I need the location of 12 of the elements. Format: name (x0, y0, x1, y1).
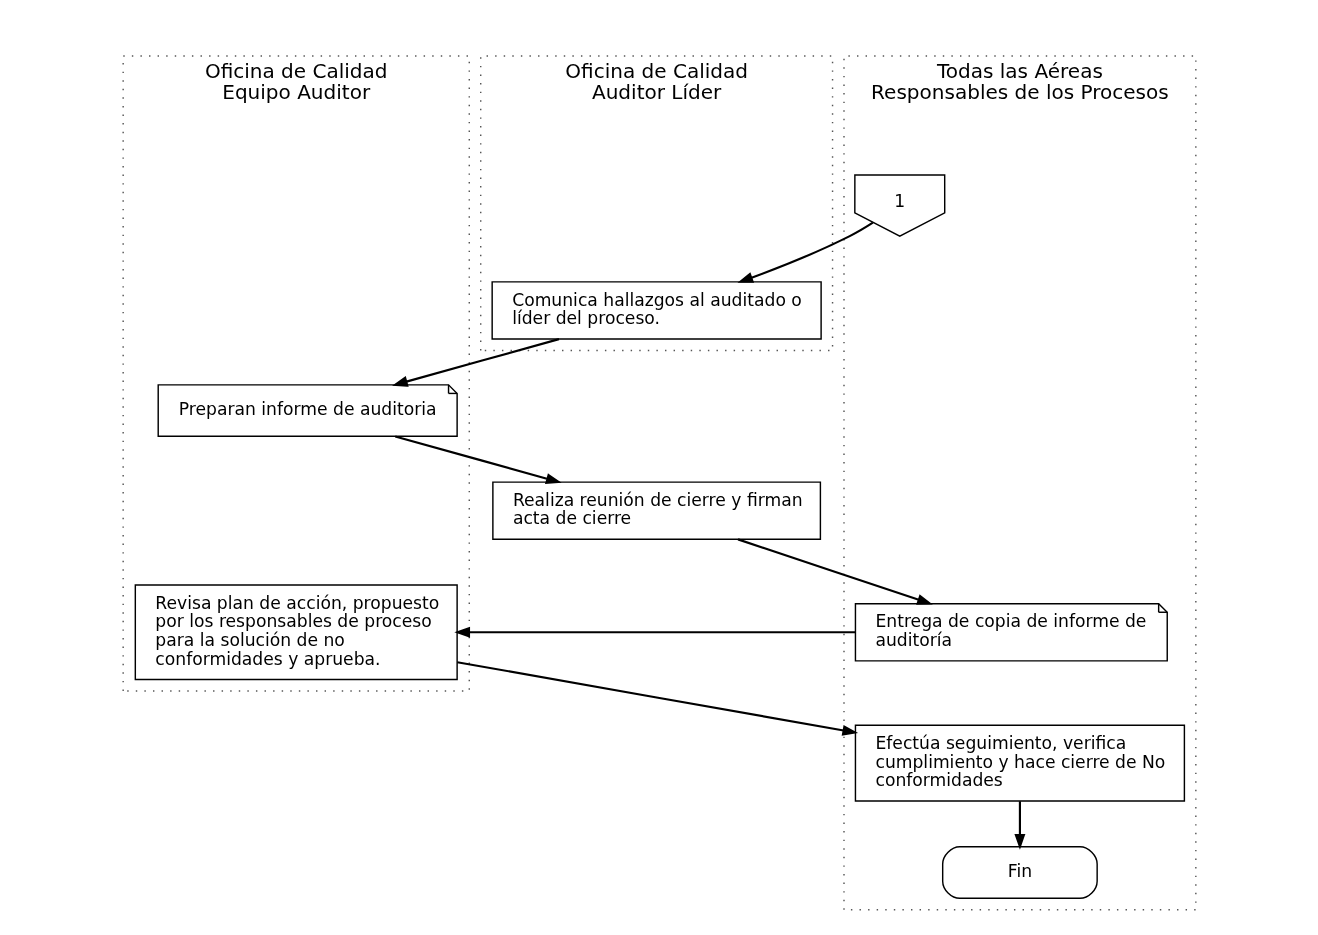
arrow (1013, 801, 1025, 850)
arrow (736, 221, 873, 283)
arrow (737, 538, 933, 605)
node-box: Revisa plan de acción, propuesto por los responsables de proceso para la solución de no conformidades y aprueba. (134, 584, 458, 681)
node-box: Efectúa seguimiento, verifica cumplimiento y hace cierre de No conformidades (854, 724, 1185, 802)
arrow (456, 661, 858, 736)
arrow (391, 338, 559, 387)
node-box: Realiza reunión de cierre y firman acta de cierre (491, 481, 821, 541)
node-box: Comunica hallazgos al auditado o líder del proceso. (490, 281, 822, 340)
arrow (453, 626, 855, 638)
arrow (394, 435, 562, 484)
node-box: Fin (941, 846, 1098, 899)
